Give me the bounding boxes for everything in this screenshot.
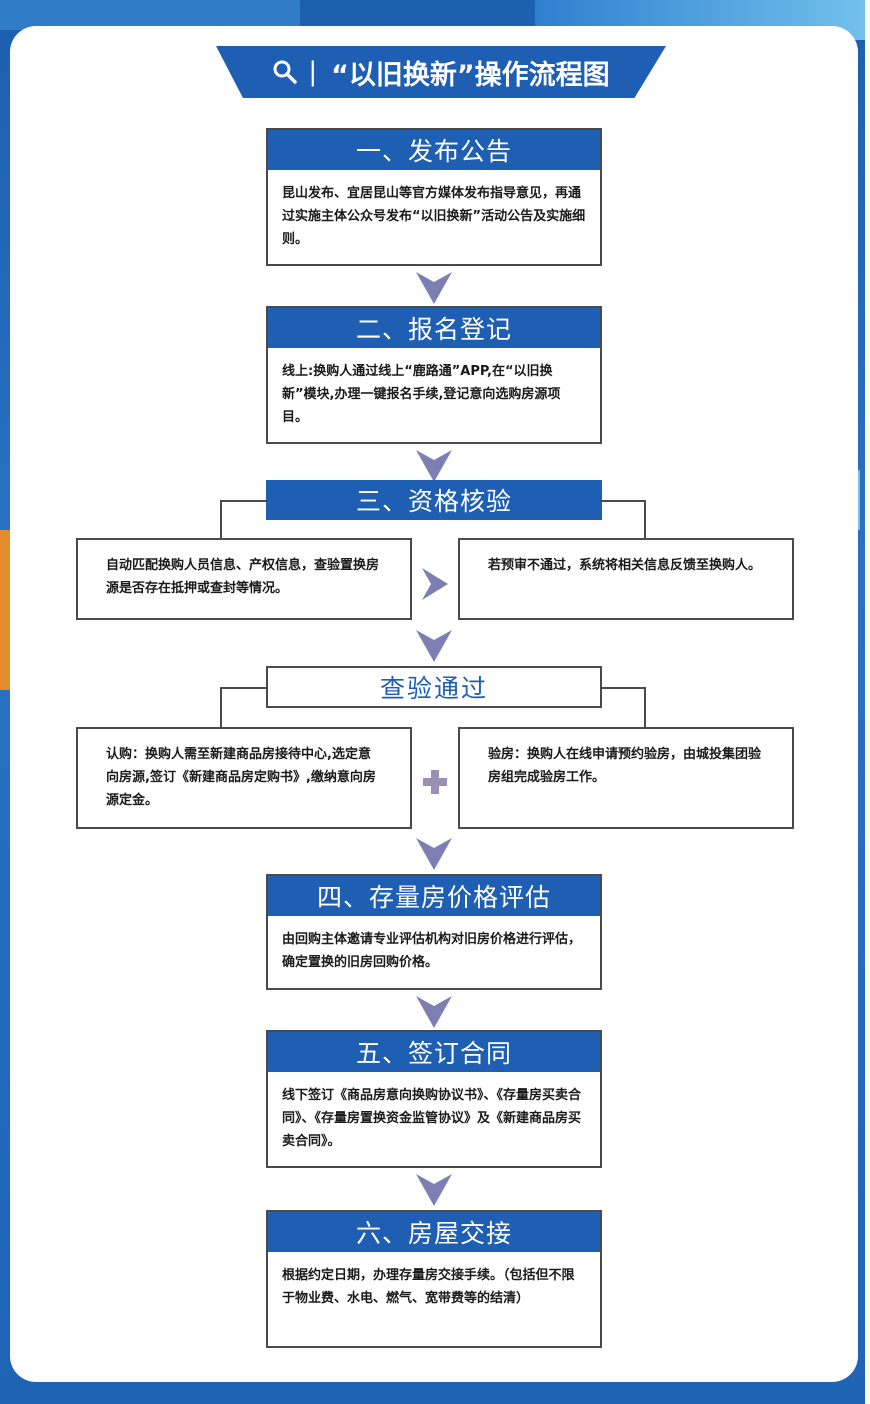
step-3-left-box: 自动匹配换购人员信息、产权信息，查验置换房源是否存在抵押或查封等情况。 (76, 538, 412, 620)
pass-title: 查验通过 (266, 666, 602, 708)
step-1-title: 一、发布公告 (268, 130, 600, 170)
connector-line (644, 687, 646, 729)
step-5-body: 线下签订《商品房意向换购协议书》、《存量房买卖合同》、《存量房置换资金监管协议》… (282, 1088, 582, 1149)
right-arrow-icon (422, 568, 448, 600)
decor-stripe (0, 530, 10, 690)
step-4-body: 由回购主体邀请专业评估机构对旧房价格进行评估，确定置换的旧房回购价格。 (282, 932, 582, 970)
connector-line (600, 687, 646, 689)
down-arrow-icon (416, 1174, 452, 1206)
step-2-body: 线上:换购人通过线上“鹿路通”APP,在“以旧换新”模块,办理一键报名手续,登记… (282, 364, 561, 425)
connector-line (644, 500, 646, 540)
connector-line (220, 500, 222, 540)
title-banner: | “以旧换新”操作流程图 (216, 46, 666, 98)
page-title: “以旧换新”操作流程图 (331, 59, 610, 91)
content-card: | “以旧换新”操作流程图 一、发布公告 昆山发布、宜居昆山等官方媒体发布指导意… (10, 26, 858, 1382)
step-3-right-box: 若预审不通过，系统将相关信息反馈至换购人。 (458, 538, 794, 620)
connector-line (220, 687, 268, 689)
step-3-title: 三、资格核验 (266, 480, 602, 520)
plus-icon (423, 770, 447, 794)
step-6-title: 六、房屋交接 (268, 1212, 600, 1252)
pass-right-box: 验房：换购人在线申请预约验房，由城投集团验房组完成验房工作。 (458, 727, 794, 829)
decor-stripe (0, 0, 300, 30)
title-separator: | (308, 57, 318, 87)
down-arrow-icon (416, 996, 452, 1028)
step-1-body: 昆山发布、宜居昆山等官方媒体发布指导意见，再通过实施主体公众号发布“以旧换新”活… (282, 186, 586, 247)
pass-left-box: 认购：换购人需至新建商品房接待中心,选定意向房源,签订《新建商品房定购书》,缴纳… (76, 727, 412, 829)
search-icon (273, 60, 298, 84)
step-6-box: 六、房屋交接 根据约定日期，办理存量房交接手续。（包括但不限于物业费、水电、燃气… (266, 1210, 602, 1348)
down-arrow-icon (416, 272, 452, 304)
step-5-box: 五、签订合同 线下签订《商品房意向换购协议书》、《存量房买卖合同》、《存量房置换… (266, 1030, 602, 1168)
connector-line (220, 687, 222, 729)
step-2-box: 二、报名登记 线上:换购人通过线上“鹿路通”APP,在“以旧换新”模块,办理一键… (266, 306, 602, 444)
down-arrow-icon (416, 630, 452, 662)
down-arrow-icon (416, 450, 452, 482)
step-4-box: 四、存量房价格评估 由回购主体邀请专业评估机构对旧房价格进行评估，确定置换的旧房… (266, 874, 602, 990)
step-6-body: 根据约定日期，办理存量房交接手续。（包括但不限于物业费、水电、燃气、宽带费等的结… (282, 1268, 575, 1306)
step-4-title: 四、存量房价格评估 (268, 876, 600, 916)
step-2-title: 二、报名登记 (268, 308, 600, 348)
step-1-box: 一、发布公告 昆山发布、宜居昆山等官方媒体发布指导意见，再通过实施主体公众号发布… (266, 128, 602, 266)
down-arrow-icon (416, 838, 452, 870)
connector-line (600, 500, 646, 502)
step-5-title: 五、签订合同 (268, 1032, 600, 1072)
connector-line (220, 500, 268, 502)
